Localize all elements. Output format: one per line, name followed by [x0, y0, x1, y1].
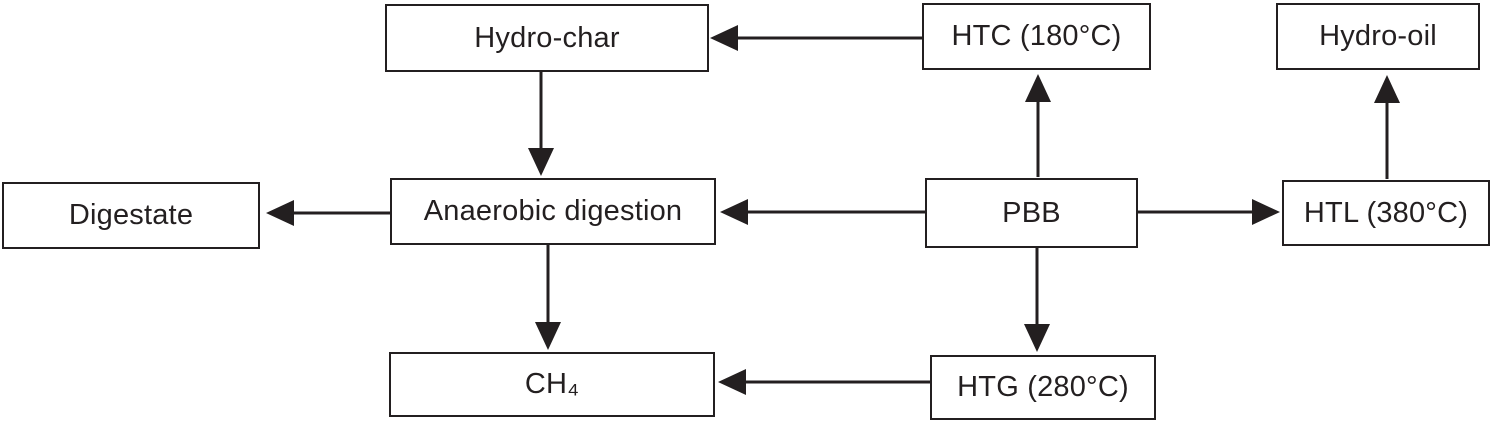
- node-hydro-char: Hydro-char: [385, 4, 709, 72]
- arrow-anaerobic-digestion-to-ch4: [535, 245, 561, 350]
- arrow-hydro-char-to-anaerobic-digestion: [528, 72, 554, 176]
- arrow-anaerobic-digestion-to-digestate: [266, 200, 390, 226]
- node-digestate-label: Digestate: [68, 199, 194, 231]
- arrow-pbb-to-htl: [1138, 199, 1280, 225]
- node-hydro-oil: Hydro-oil: [1276, 3, 1480, 70]
- arrow-pbb-to-htc: [1025, 74, 1051, 177]
- node-digestate: Digestate: [2, 182, 260, 249]
- arrow-htc-to-hydro-char: [710, 25, 922, 51]
- node-ch4-label: CH₄: [524, 368, 580, 400]
- node-htg: HTG (280°C): [930, 355, 1156, 420]
- arrow-pbb-to-anaerobic-digestion: [720, 199, 925, 225]
- arrow-htl-to-hydro-oil: [1374, 75, 1400, 179]
- node-ch4: CH₄: [389, 352, 715, 417]
- node-htc-label: HTC (180°C): [951, 20, 1122, 52]
- node-pbb: PBB: [925, 178, 1138, 248]
- node-anaerobic-digestion: Anaerobic digestion: [390, 178, 716, 245]
- node-hydro-oil-label: Hydro-oil: [1319, 20, 1437, 52]
- node-hydro-char-label: Hydro-char: [474, 21, 620, 54]
- node-htg-label: HTG (280°C): [957, 371, 1129, 403]
- node-pbb-label: PBB: [1002, 196, 1061, 229]
- arrow-htg-to-ch4: [718, 369, 930, 395]
- node-anaerobic-digestion-label: Anaerobic digestion: [423, 195, 683, 227]
- node-htc: HTC (180°C): [922, 3, 1151, 70]
- arrow-pbb-to-htg: [1024, 248, 1050, 352]
- node-htl: HTL (380°C): [1282, 180, 1490, 246]
- node-htl-label: HTL (380°C): [1303, 196, 1469, 229]
